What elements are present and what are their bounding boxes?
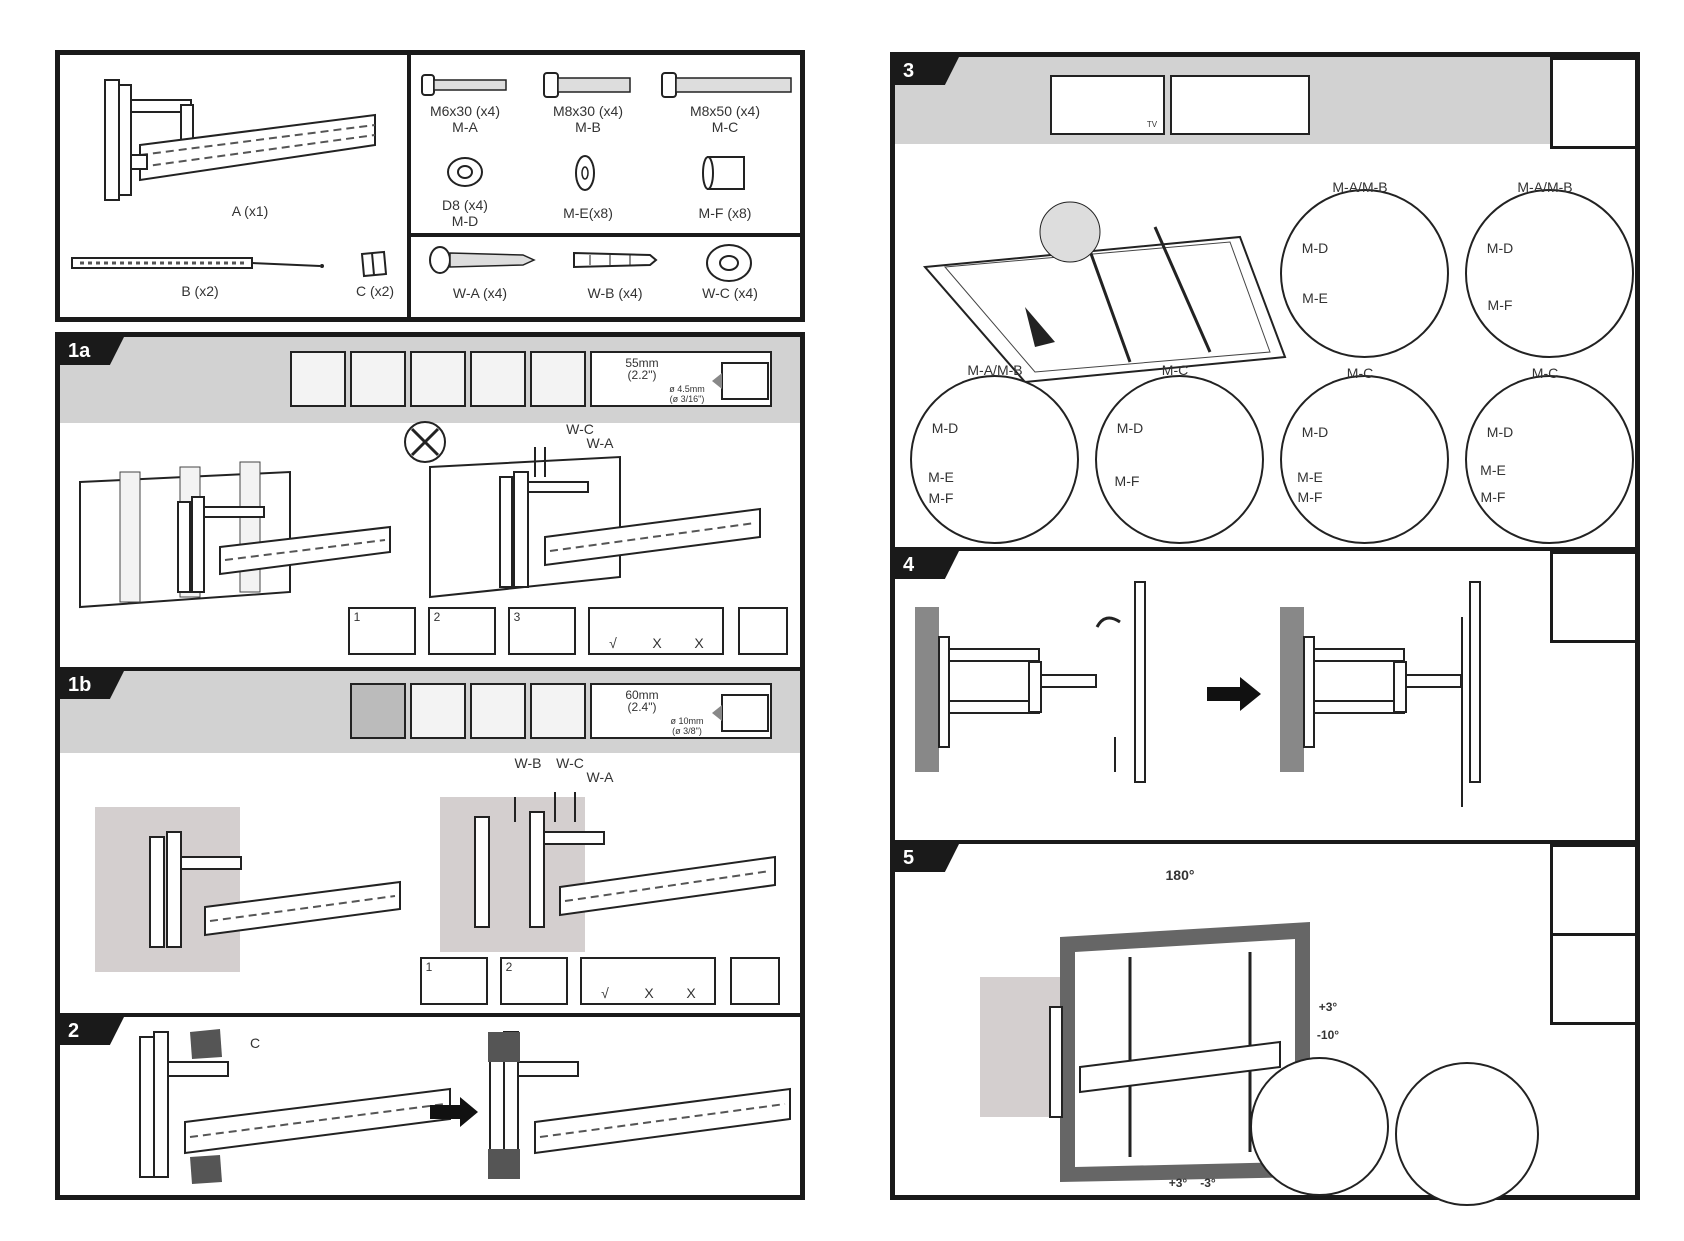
step-1a-illustration-right	[404, 421, 761, 599]
part-b-rail	[71, 257, 324, 269]
step-2-c-label: C	[249, 1035, 261, 1051]
hardware-circle-3	[910, 375, 1079, 544]
part-b-label: B (x2)	[181, 283, 219, 299]
drill-screw-icon	[738, 607, 788, 655]
level-check-box: √ X X	[588, 607, 724, 655]
screw-m-b-icon	[543, 72, 631, 98]
washer-w-c-icon	[706, 244, 752, 282]
right-steps-panel: 3 TV M-A/M-B M-D M-E M-A/M-B M-D M-F M-A…	[890, 52, 1640, 1206]
tv-back-illustration	[922, 201, 1287, 384]
parts-panel: A (x1) B (x2) C (x2) M6x30 (x4) M-A M8x3…	[55, 50, 805, 322]
two-person-lift-icon	[1550, 551, 1638, 643]
wood-screw-w-a-icon	[429, 246, 536, 274]
part-c-label: C (x2)	[355, 283, 395, 299]
screw-m-b-code: M-B	[575, 119, 601, 135]
spacer-m-f-label: M-F (x8)	[698, 205, 752, 221]
hardware-circle-6	[1465, 375, 1634, 544]
step-2-illustration-before	[139, 1029, 451, 1184]
drill-screw-icon	[730, 957, 780, 1005]
hardware-circle-2	[1465, 189, 1634, 358]
drill-icon	[530, 351, 586, 407]
wrench-icon	[1550, 933, 1638, 1025]
screw-m-a-icon	[421, 74, 507, 96]
substep-1: 1	[348, 607, 416, 655]
spacer-m-f-icon	[702, 156, 745, 190]
step-2-number: 2	[60, 1017, 124, 1045]
part-a-label: A (x1)	[231, 203, 269, 219]
pencil-icon	[470, 351, 526, 407]
washer-m-d-icon	[447, 157, 483, 187]
wall-bracket-part-a	[104, 79, 376, 201]
tilt-detail-circle	[1250, 1057, 1389, 1196]
wood-screw-w-a-label: W-A (x4)	[452, 285, 508, 301]
anchor-w-b-icon	[573, 251, 658, 269]
anchor-w-b-label: W-B (x4)	[587, 285, 643, 301]
substep-1: 1	[420, 957, 488, 1005]
substep-2: 2	[428, 607, 496, 655]
level-check-box: √ X X	[580, 957, 716, 1005]
screw-m-c-label: M8x50 (x4)	[689, 103, 761, 119]
tilt-up-label: +3°	[1318, 1000, 1338, 1014]
spacer-m-e-label: M-E(x8)	[563, 205, 613, 221]
concrete-icon	[350, 683, 406, 739]
step-1b-illustration-left	[95, 807, 401, 972]
washer-m-d-label: D8 (x4)	[442, 197, 488, 213]
step-4-illustration-hang	[915, 581, 1146, 783]
level-plus-label: +3°	[1168, 1176, 1188, 1190]
step-1a-wa-label: W-A	[586, 435, 614, 451]
drill-icon	[530, 683, 586, 739]
step-1b-wc-label: W-C	[556, 755, 584, 771]
step-1a-illustration-left	[79, 461, 391, 609]
part-c-cap	[360, 250, 388, 278]
hardware-circle-4	[1095, 375, 1264, 544]
rotate-label: 180°	[1165, 867, 1195, 883]
hardware-circle-1	[1280, 189, 1449, 358]
step-1b-illustration-right	[440, 792, 776, 952]
step-4-number: 4	[895, 551, 959, 579]
hardware-circle-5	[1280, 375, 1449, 544]
screwdriver-icon	[1550, 57, 1638, 149]
correct-mount-box: TV	[1050, 75, 1165, 135]
washer-m-d-code: M-D	[451, 213, 479, 229]
arrow-right-icon	[1207, 677, 1261, 711]
drill-bit-icon: 55mm (2.2") ø 4.5mm (ø 3/16")	[590, 351, 772, 407]
tilt-down-label: -10°	[1316, 1028, 1340, 1042]
screw-m-c-icon	[661, 72, 792, 98]
screw-m-a-code: M-A	[452, 119, 478, 135]
stud-finder-icon	[350, 351, 406, 407]
step-5-number: 5	[895, 844, 959, 872]
step-1a-wc-label: W-C	[566, 421, 594, 437]
level-minus-label: -3°	[1200, 1176, 1216, 1190]
level-icon	[410, 351, 466, 407]
pencil-icon	[470, 683, 526, 739]
step-2-illustration-after	[488, 1031, 791, 1179]
stud-icon	[290, 351, 346, 407]
step-5-illustration	[980, 922, 1310, 1182]
arrow-right-icon	[430, 1097, 478, 1127]
spacer-m-e-icon	[575, 155, 595, 191]
step-1b-wb-label: W-B	[514, 755, 542, 771]
step-4-illustration-mounted	[1280, 581, 1481, 807]
substep-3: 3	[508, 607, 576, 655]
step-1b-wa-label: W-A	[586, 769, 614, 785]
masonry-bit-icon: 60mm (2.4") ø 10mm (ø 3/8")	[590, 683, 772, 739]
step-1b-number: 1b	[60, 671, 124, 699]
washer-w-c-label: W-C (x4)	[702, 285, 758, 301]
screw-m-c-code: M-C	[711, 119, 739, 135]
wrench-detail-circle	[1395, 1062, 1539, 1206]
left-steps-panel: 1a 55mm (2.2") ø 4.5mm (ø 3/16")	[55, 332, 805, 1200]
screw-m-a-label: M6x30 (x4)	[429, 103, 501, 119]
screwdriver-icon	[1550, 844, 1638, 936]
incorrect-mount-box	[1170, 75, 1310, 135]
level-icon	[410, 683, 466, 739]
screw-m-b-label: M8x30 (x4)	[552, 103, 624, 119]
substep-2: 2	[500, 957, 568, 1005]
